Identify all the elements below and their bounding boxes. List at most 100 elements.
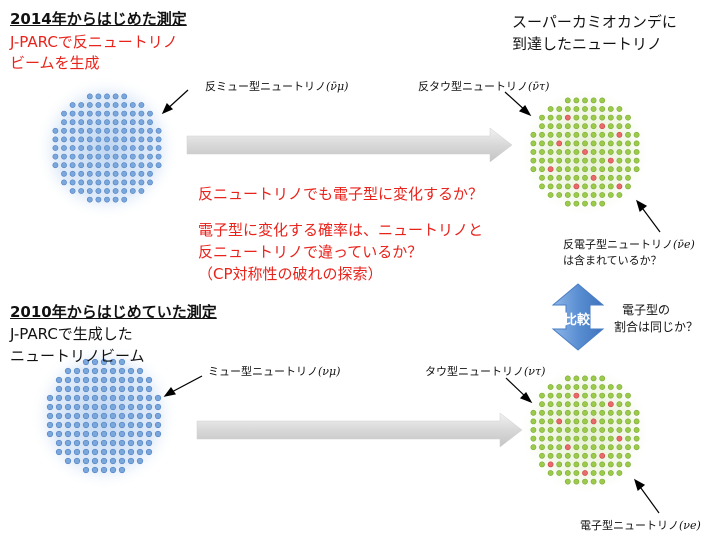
neutrino-dot xyxy=(109,367,117,375)
neutrino-dot xyxy=(539,183,545,190)
neutrino-dot xyxy=(64,439,72,447)
neutrino-dot xyxy=(556,157,563,164)
neutrino-dot xyxy=(573,384,580,390)
compare-arrow xyxy=(551,283,605,351)
electron-neutrino-dot xyxy=(564,444,571,451)
neutrino-dot xyxy=(590,435,597,442)
neutrino-dot xyxy=(95,162,102,169)
neutrino-dot xyxy=(91,421,99,429)
neutrino-dot xyxy=(91,448,99,456)
neutrino-dot xyxy=(590,106,597,112)
neutrino-dot xyxy=(607,470,614,476)
neutrino-dot xyxy=(73,403,81,411)
neutrino-dot xyxy=(121,136,128,143)
neutrino-dot xyxy=(100,394,108,402)
neutrino-dot xyxy=(118,421,126,429)
neutrino-dot xyxy=(91,430,99,438)
neutrino-dot xyxy=(95,188,102,194)
neutrino-dot xyxy=(112,110,119,117)
neutrino-dot xyxy=(95,110,102,117)
neutrino-dot xyxy=(530,140,537,147)
neutrino-dot xyxy=(154,403,162,411)
compare-note-2: 割合は同じか？ xyxy=(614,320,699,334)
neutrino-dot xyxy=(82,448,90,456)
neutrino-dot xyxy=(539,140,545,147)
neutrino-dot xyxy=(121,170,128,177)
neutrino-dot xyxy=(104,93,110,100)
neutrino-dot xyxy=(112,119,119,126)
neutrino-dot xyxy=(607,418,614,425)
neutrino-dot xyxy=(73,439,81,447)
neutrino-dot xyxy=(127,376,135,384)
neutrino-dot xyxy=(539,114,545,121)
neutrino-dot xyxy=(104,170,110,177)
neutrino-dot xyxy=(100,412,108,420)
neutrino-dot xyxy=(582,166,588,173)
electron-neutrino-dot xyxy=(616,435,623,442)
neutrino-dot xyxy=(573,470,580,476)
neutrino-dot xyxy=(616,384,623,390)
neutrino-dot xyxy=(64,448,72,456)
neutrino-dot xyxy=(564,140,571,147)
neutrino-dot xyxy=(73,421,81,429)
anti-mu-neutrino-beam-dots xyxy=(52,93,162,203)
neutrino-dot xyxy=(547,140,554,147)
neutrino-dot xyxy=(109,448,117,456)
neutrino-dot xyxy=(564,149,571,155)
neutrino-dot xyxy=(607,452,614,459)
neutrino-dot xyxy=(625,131,631,138)
neutrino-dot xyxy=(547,401,554,408)
neutrino-dot xyxy=(127,403,135,411)
neutrino-dot xyxy=(582,461,588,468)
neutrino-dot xyxy=(100,466,108,474)
neutrino-dot xyxy=(155,145,162,151)
neutrino-dot xyxy=(118,430,126,438)
neutrino-dot xyxy=(590,149,597,155)
neutrino-dot xyxy=(82,367,90,375)
electron-neutrino-dot xyxy=(556,418,563,425)
neutrino-dot xyxy=(547,192,554,198)
neutrino-dot xyxy=(55,448,63,456)
neutrino-dot xyxy=(121,127,128,134)
neutrino-dot xyxy=(61,136,67,143)
neutrino-dot xyxy=(582,114,588,121)
neutrino-dot xyxy=(61,110,67,117)
neutrino-dot xyxy=(582,192,588,198)
neutrino-dot xyxy=(539,392,545,399)
neutrino-dot xyxy=(86,119,93,126)
neutrino-dot xyxy=(127,367,135,375)
neutrino-dot xyxy=(539,461,545,468)
neutrino-dot xyxy=(599,97,606,104)
neutrino-dot xyxy=(138,162,145,169)
neutrino-dot xyxy=(121,119,128,126)
neutrino-dot xyxy=(590,192,597,198)
neutrino-dot xyxy=(112,127,119,134)
neutrino-dot xyxy=(582,157,588,164)
neutrino-dot xyxy=(100,457,108,465)
neutrino-dot xyxy=(616,470,623,476)
neutrino-dot xyxy=(64,403,72,411)
neutrino-dot xyxy=(547,409,554,416)
neutrino-dot xyxy=(556,392,563,399)
neutrino-dot xyxy=(136,394,144,402)
neutrino-dot xyxy=(112,162,119,169)
tau-neutrino-label: タウ型ニュートリノ(ντ) xyxy=(425,365,546,378)
neutrino-dot xyxy=(616,418,623,425)
neutrino-dot xyxy=(52,127,59,134)
electron-neutrino-dot xyxy=(573,392,580,399)
compare-label: 比較 xyxy=(564,313,591,328)
neutrino-dot xyxy=(64,376,72,384)
neutrino-dot xyxy=(556,192,563,198)
neutrino-dot xyxy=(147,145,153,151)
neutrino-dot xyxy=(112,136,119,143)
neutrino-dot xyxy=(145,439,153,447)
neutrino-dot xyxy=(82,394,90,402)
question-1: 反ニュートリノでも電子型に変化するか？ xyxy=(198,185,484,203)
neutrino-dot xyxy=(607,435,614,442)
neutrino-dot xyxy=(556,452,563,459)
neutrino-dot xyxy=(118,412,126,420)
neutrino-dot xyxy=(573,375,580,382)
neutrino-dot xyxy=(100,367,108,375)
neutrino-dot xyxy=(564,427,571,433)
neutrino-dot xyxy=(46,394,54,402)
